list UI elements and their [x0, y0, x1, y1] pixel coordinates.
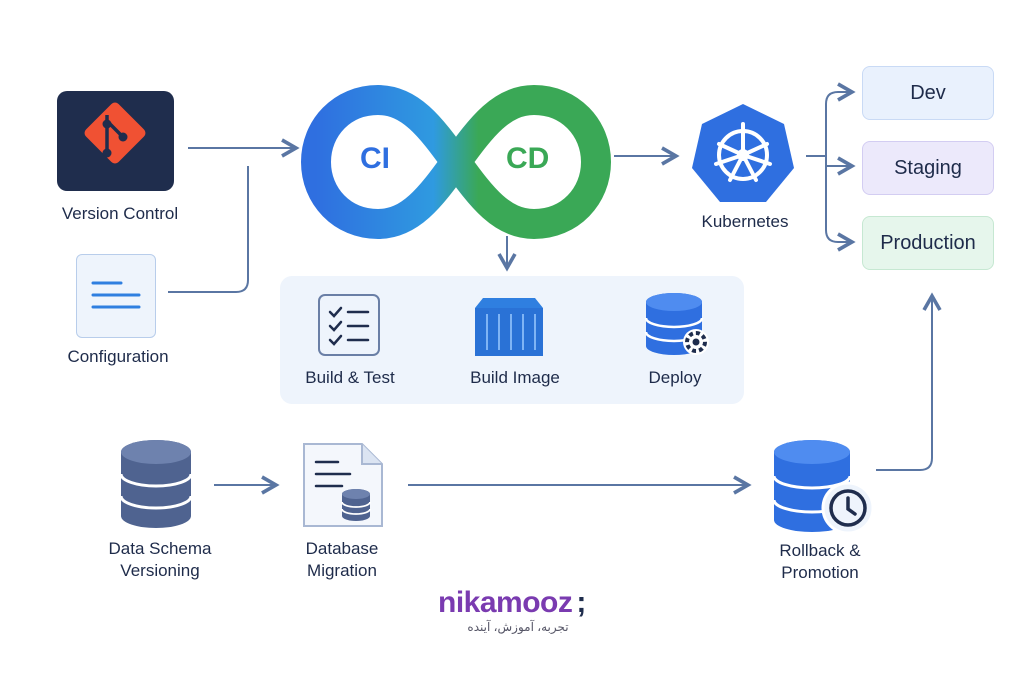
- rollback-promotion-label: Rollback & Promotion: [752, 540, 888, 584]
- env-staging-label: Staging: [894, 156, 962, 179]
- env-dev-label: Dev: [910, 81, 946, 104]
- git-icon: [57, 91, 174, 191]
- rollback-label-line2: Promotion: [781, 563, 859, 582]
- stage-build-test-label: Build & Test: [305, 368, 395, 387]
- brand-tagline: تجربه، آموزش، آینده: [467, 620, 569, 634]
- env-dev[interactable]: Dev: [862, 66, 994, 120]
- stage-build-image-label: Build Image: [470, 368, 560, 387]
- configuration-label: Configuration: [67, 347, 169, 366]
- ci-cd-loop-icon: [301, 85, 611, 239]
- migration-file-icon: [303, 443, 383, 527]
- container-image-icon: [475, 298, 543, 356]
- brand-logo: nikamooz;: [438, 586, 618, 619]
- migration-label-line2: Migration: [307, 561, 377, 580]
- stage-deploy-label: Deploy: [648, 368, 702, 387]
- brand-mark: ;: [576, 586, 586, 619]
- deploy-database-icon: [644, 293, 709, 355]
- cd-label: CD: [506, 142, 550, 175]
- env-production[interactable]: Production: [862, 216, 994, 270]
- arrow-config-to-ci: [168, 166, 249, 293]
- database-migration-label: Database Migration: [272, 538, 412, 582]
- checklist-icon: [318, 294, 380, 356]
- arrow-to-dev: [825, 82, 856, 156]
- ci-label: CI: [360, 142, 390, 175]
- env-staging[interactable]: Staging: [862, 141, 994, 195]
- brand-name: nikamooz: [438, 586, 573, 619]
- arrow-to-production: [825, 156, 856, 252]
- rollback-label-line1: Rollback &: [779, 541, 861, 560]
- kubernetes-label: Kubernetes: [701, 212, 789, 231]
- rollback-database-icon: [772, 440, 875, 535]
- env-production-label: Production: [880, 231, 976, 254]
- arrow-rollback-to-prod: [876, 292, 942, 471]
- schema-label-line1: Data Schema: [108, 539, 212, 558]
- migration-label-line1: Database: [305, 539, 379, 558]
- schema-versioning-label: Data Schema Versioning: [90, 538, 230, 582]
- schema-database-icon: [119, 440, 193, 528]
- version-control-label: Version Control: [61, 204, 179, 223]
- config-file-icon: [76, 254, 156, 338]
- schema-label-line2: Versioning: [120, 561, 200, 580]
- kubernetes-icon: [692, 104, 794, 202]
